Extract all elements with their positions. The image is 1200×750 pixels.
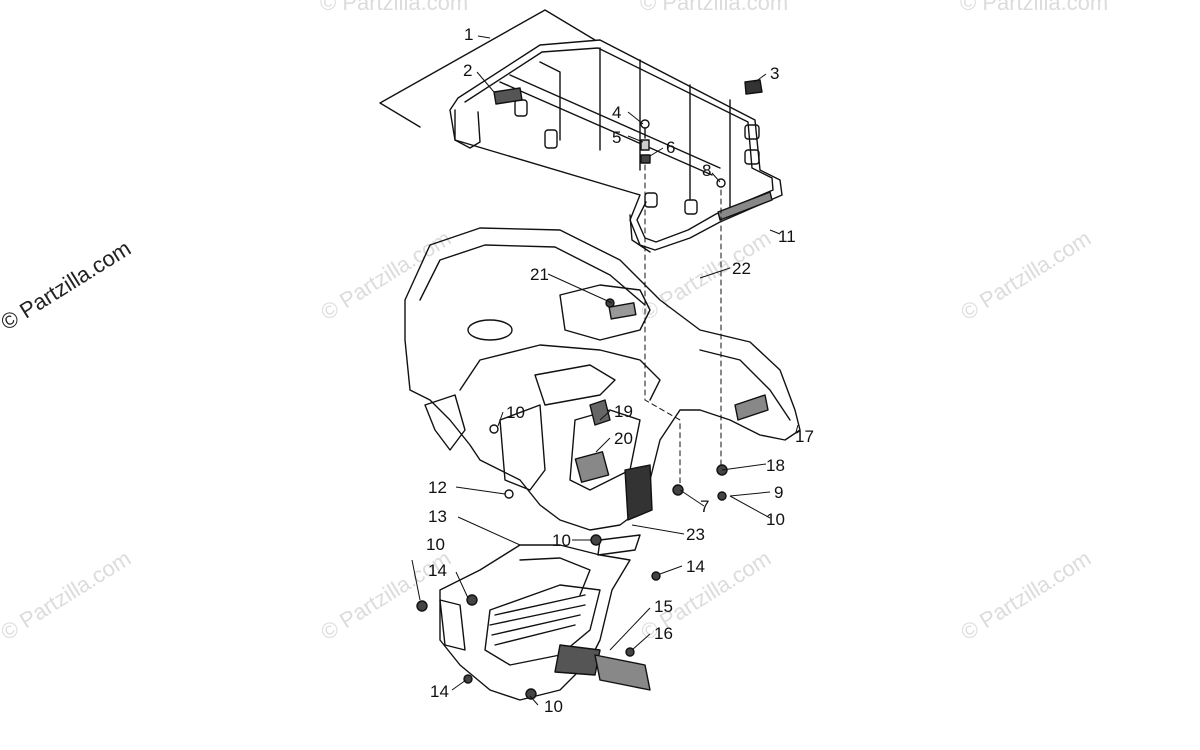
callout-7: 7 bbox=[700, 497, 709, 516]
rack-hardware bbox=[640, 119, 726, 188]
callout-12: 12 bbox=[428, 478, 447, 497]
part-3-bumper bbox=[744, 79, 763, 95]
fasteners bbox=[416, 298, 728, 700]
callout-10a: 10 bbox=[506, 403, 525, 422]
watermark: © Partzilla.com bbox=[960, 0, 1109, 15]
part-15-plate bbox=[594, 654, 651, 691]
rear-rack bbox=[449, 39, 783, 253]
callout-5: 5 bbox=[612, 128, 621, 147]
watermark: © Partzilla.com bbox=[320, 0, 469, 15]
callout-3: 3 bbox=[770, 64, 779, 83]
callout-21: 21 bbox=[530, 265, 549, 284]
callout-11: 11 bbox=[778, 227, 796, 246]
callout-10d: 10 bbox=[426, 535, 445, 554]
callout-10c: 10 bbox=[552, 531, 571, 550]
callout-16: 16 bbox=[654, 624, 673, 643]
callout-1: 1 bbox=[464, 25, 473, 44]
callout-19: 19 bbox=[614, 402, 633, 421]
callout-10e: 10 bbox=[544, 697, 563, 716]
callout-14a: 14 bbox=[428, 561, 447, 580]
callout-14c: 14 bbox=[430, 682, 449, 701]
callout-2: 2 bbox=[463, 61, 472, 80]
callout-17: 17 bbox=[795, 427, 814, 446]
callout-9: 9 bbox=[774, 483, 783, 502]
part-23-panel bbox=[597, 534, 641, 556]
callout-14b: 14 bbox=[686, 557, 705, 576]
callout-20: 20 bbox=[614, 429, 633, 448]
callout-18: 18 bbox=[766, 456, 785, 475]
callout-22: 22 bbox=[732, 259, 751, 278]
footwell bbox=[439, 544, 631, 701]
callout-6: 6 bbox=[666, 138, 675, 157]
callout-13: 13 bbox=[428, 507, 447, 526]
callout-23: 23 bbox=[686, 525, 705, 544]
callout-10b: 10 bbox=[766, 510, 785, 529]
callout-8: 8 bbox=[702, 161, 711, 180]
watermark: © Partzilla.com bbox=[640, 0, 789, 15]
callout-4: 4 bbox=[612, 103, 621, 122]
callout-15: 15 bbox=[654, 597, 673, 616]
assembly-bracket bbox=[379, 9, 596, 128]
assembly-lines bbox=[644, 164, 722, 491]
callouts bbox=[411, 35, 799, 706]
rear-fender bbox=[404, 227, 801, 531]
